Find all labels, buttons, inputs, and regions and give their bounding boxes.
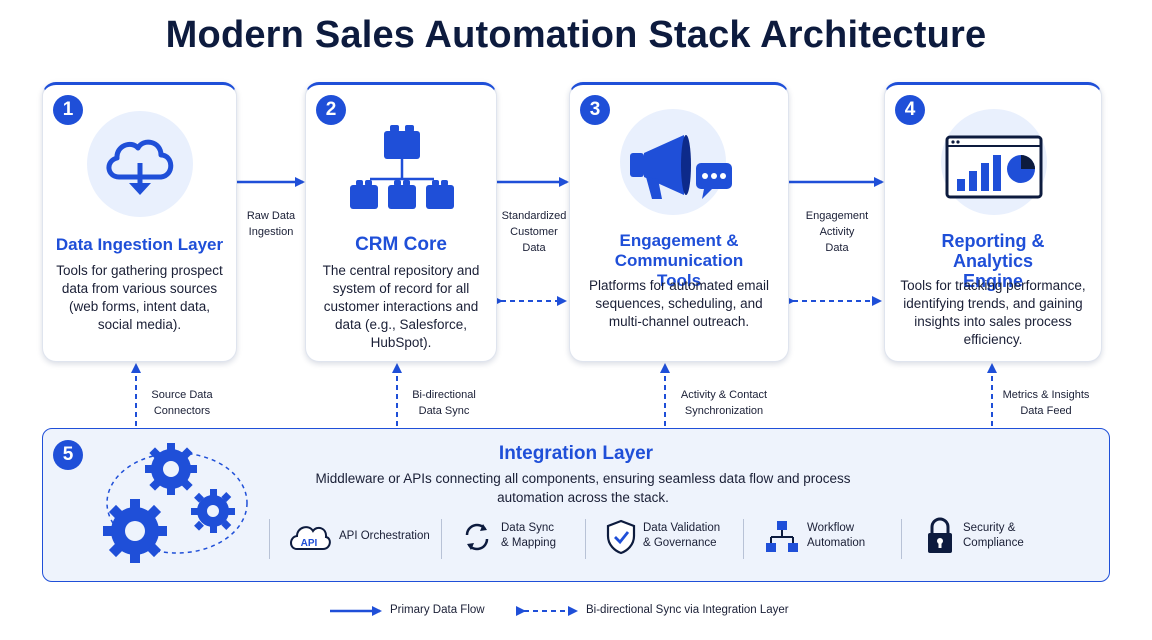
feature-data-sync: Data Sync & Mapping	[459, 515, 599, 559]
step-badge: 3	[580, 95, 610, 125]
connector-label-source: Source Data Connectors	[151, 389, 213, 417]
card-reporting-analytics: 4 Reporting & Analytics Engine Tools for…	[884, 82, 1102, 362]
card-description: Platforms for automated email sequences,…	[588, 278, 770, 329]
feature-label: Data Validation & Governance	[643, 522, 721, 549]
card-title: CRM Core	[355, 234, 447, 255]
megaphone-chat-icon	[630, 135, 732, 199]
card-title: Engagement & Communication Tools	[614, 231, 744, 290]
step-badge: 2	[316, 95, 346, 125]
feature-label: Data Sync & Mapping	[501, 522, 556, 549]
shield-check-icon	[606, 519, 636, 555]
connector-label-metrics: Metrics & Insights Data Feed	[1002, 389, 1090, 417]
analytics-dashboard-icon	[945, 135, 1043, 199]
lock-icon	[928, 517, 952, 553]
divider	[441, 519, 442, 559]
connector-label-activity: Activity & Contact Synchronization	[680, 389, 768, 417]
legend-sync-label: Bi-directional Sync via Integration Laye…	[586, 604, 789, 616]
feature-label: Security & Compliance	[963, 522, 1024, 549]
feature-security: Security & Compliance	[925, 515, 1075, 559]
divider	[269, 519, 270, 559]
gears-icon	[103, 443, 248, 563]
card-description: Tools for gathering prospect data from v…	[56, 263, 223, 332]
cloud-download-icon	[106, 139, 174, 195]
card-description: Tools for tracking performance, identify…	[900, 278, 1086, 347]
feature-data-validation: Data Validation & Governance	[605, 515, 765, 559]
step-badge: 5	[53, 440, 83, 470]
integration-layer: 5 Integration Layer Middleware or APIs c…	[42, 428, 1110, 582]
connector-label-bidirectional: Bi-directional Data Sync	[412, 389, 476, 417]
feature-workflow: Workflow Automation	[765, 515, 895, 559]
workflow-icon	[766, 521, 798, 552]
step-badge: 1	[53, 95, 83, 125]
card-engagement-tools: 3 Engagement & Communication Tools Platf…	[569, 82, 789, 362]
divider	[743, 519, 744, 559]
building-blocks-icon	[350, 125, 454, 209]
flow-label-engagement: Engagement Activity Data	[805, 210, 869, 254]
integration-description: Middleware or APIs connecting all compon…	[315, 471, 851, 505]
divider	[901, 519, 902, 559]
step-badge: 4	[895, 95, 925, 125]
card-description: The central repository and system of rec…	[322, 263, 480, 350]
divider	[585, 519, 586, 559]
card-title: Data Ingestion Layer	[55, 235, 224, 254]
flow-label-raw-data: Raw Data Ingestion	[246, 210, 296, 238]
legend-primary-label: Primary Data Flow	[390, 604, 485, 616]
feature-label: Workflow Automation	[807, 522, 866, 549]
feature-label: API Orchestration	[339, 530, 430, 542]
icon-circle	[87, 111, 193, 217]
card-crm-core: 2 CRM Core The central repository and sy…	[305, 82, 497, 362]
card-title: Reporting & Analytics Engine	[941, 231, 1045, 291]
sync-icon	[465, 523, 489, 551]
api-icon-text: API	[301, 538, 318, 549]
integration-title: Integration Layer	[498, 443, 654, 464]
card-data-ingestion: 1 Data Ingestion Layer Tools for gatheri…	[42, 82, 237, 362]
page-title: Modern Sales Automation Stack Architectu…	[165, 14, 987, 56]
feature-api-orchestration: API API Orchestration	[287, 515, 437, 559]
api-cloud-icon: API	[290, 526, 331, 550]
flow-label-standardized: Standardized Customer Data	[501, 210, 567, 254]
